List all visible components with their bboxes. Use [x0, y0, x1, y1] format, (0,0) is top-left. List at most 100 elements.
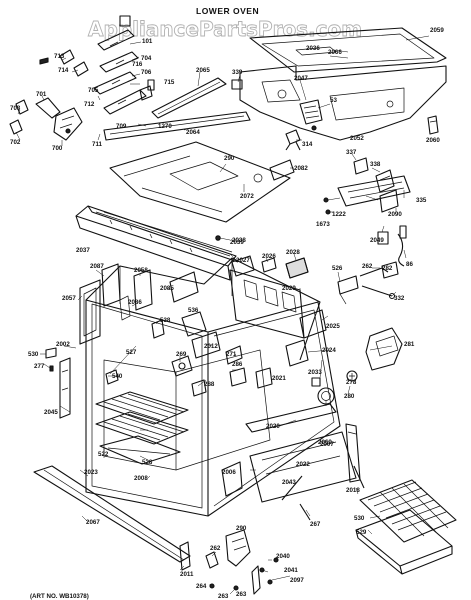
part-label: 529	[356, 529, 367, 536]
screws-2040-2041-2097	[251, 557, 279, 595]
part-715-716	[139, 79, 155, 101]
clip-2026	[261, 257, 277, 273]
bracket-2058	[133, 269, 153, 311]
bracket-2060	[427, 115, 439, 135]
part-label: 2072	[240, 193, 254, 200]
part-label: 281	[404, 341, 415, 348]
part-label: 712	[84, 101, 95, 108]
part-label: 2023	[84, 469, 98, 476]
part-label: 536	[188, 307, 199, 314]
front-rail-2065	[151, 77, 227, 119]
part-label: 282	[382, 265, 393, 272]
part-label: 2025	[326, 323, 340, 330]
part-label: 2024	[322, 347, 336, 354]
screw-2039	[215, 235, 221, 241]
part-label: 704	[141, 55, 152, 62]
light-bulb-278	[346, 370, 358, 382]
part-label: 2097	[290, 577, 304, 584]
part-label: 530	[28, 351, 39, 358]
thermostat-526	[337, 275, 359, 305]
bracket-2033	[311, 377, 321, 387]
bracket-262-lock	[205, 551, 219, 569]
rod-2018-2043	[281, 465, 365, 501]
part-label: 2037	[76, 247, 90, 254]
bracket-2012	[191, 331, 221, 359]
bracket-2082	[269, 159, 295, 181]
part-label: 700	[52, 145, 63, 152]
part-536-538	[151, 311, 207, 339]
bracket-701	[35, 97, 61, 119]
panel-2006	[221, 461, 243, 497]
back-wall-2029	[229, 269, 305, 339]
part-label: 2060	[426, 137, 440, 144]
part-label: 267	[310, 521, 321, 528]
part-label: 538	[160, 317, 171, 324]
linkage-assembly-701-706	[93, 15, 147, 115]
part-339	[231, 79, 243, 90]
part-label: 263	[236, 591, 247, 598]
part-label: 2069	[318, 439, 332, 446]
part-label: 2047	[294, 75, 308, 82]
bracket-2024-2021	[255, 339, 309, 389]
sensor-337	[353, 157, 369, 175]
bracket-2025	[299, 309, 327, 339]
part-label: 314	[302, 141, 313, 148]
part-label: 711	[92, 141, 103, 148]
part-label: 53	[330, 97, 337, 104]
oven-cavity	[85, 257, 341, 517]
part-label: 2043	[282, 479, 296, 486]
part-label: 101	[142, 38, 153, 45]
part-label: 2041	[284, 567, 298, 574]
part-label: 2026	[262, 253, 276, 260]
part-label: 2049	[370, 237, 384, 244]
clip-277-530	[45, 347, 57, 372]
broil-pan-529	[355, 509, 453, 575]
part-label: 335	[416, 197, 427, 204]
part-269	[171, 355, 193, 377]
broil-pan-grid-530	[359, 479, 457, 543]
part-label: 2086	[128, 299, 142, 306]
part-label: 713	[54, 53, 65, 60]
part-label: 2039	[230, 239, 244, 246]
part-label: 2087	[90, 263, 104, 270]
part-label: 2008	[134, 475, 148, 482]
part-label: 263	[218, 593, 229, 600]
part-label: 527	[126, 349, 137, 356]
part-label: 2020	[266, 423, 280, 430]
part-label: 2021	[272, 375, 286, 382]
part-label: 2027	[236, 257, 250, 264]
part-label: 2022	[296, 461, 310, 468]
part-label: 262	[210, 545, 221, 552]
part-label: 86	[406, 261, 413, 268]
light-housing-281	[365, 327, 403, 371]
bracket-288-286	[191, 367, 247, 397]
clip-702-703	[9, 99, 29, 135]
hinge-2045	[59, 357, 71, 419]
bracket-2085-2086	[119, 271, 199, 321]
part-label: 278	[346, 379, 357, 386]
part-label: 2045	[44, 409, 58, 416]
part-label: 2067	[86, 519, 100, 526]
bracket-2087	[101, 263, 121, 307]
pin-713-714	[39, 49, 89, 77]
part-label: 2058	[134, 267, 148, 274]
receptacle-282	[381, 261, 399, 279]
part-label: 709	[116, 123, 127, 130]
terminal-block-2049	[377, 231, 389, 245]
leader-lines	[15, 35, 430, 595]
bracket-2028	[285, 257, 309, 279]
part-label: 526	[332, 265, 343, 272]
part-label: 2007	[320, 441, 334, 448]
part-label: 290	[224, 155, 235, 162]
rail-2064	[103, 111, 251, 141]
front-trim-2037	[75, 205, 239, 281]
top-panel-2059	[249, 27, 447, 73]
part-label: 702	[10, 139, 21, 146]
part-label: 2040	[276, 553, 290, 560]
part-label: 530	[354, 515, 365, 522]
part-label: 2038	[232, 237, 246, 244]
part-label: 2028	[286, 249, 300, 256]
part-label: 269	[176, 351, 187, 358]
part-label: 290	[236, 525, 247, 532]
